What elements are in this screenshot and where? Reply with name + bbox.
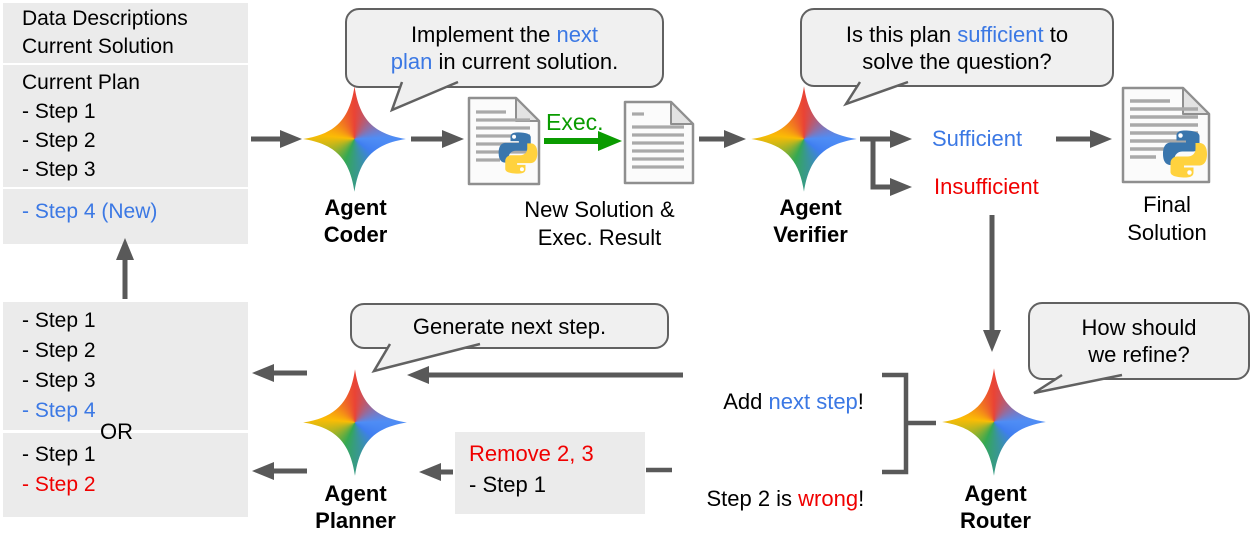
context-line: Data Descriptions [22, 7, 188, 30]
plan-step-line: - Step 3 [22, 158, 96, 181]
plan-step-line: - Step 1 [22, 443, 96, 466]
planner-speech-bubble: Generate next step. [350, 303, 669, 349]
agent-router-label: Agent Router [960, 481, 1031, 533]
plan-step-line: - Step 2 [22, 339, 96, 362]
plan-step-line-new: - Step 4 [22, 399, 96, 422]
or-label: OR [100, 419, 133, 444]
plan-step-line: - Step 2 [22, 129, 96, 152]
router-speech-bubble: How should we refine? [1028, 302, 1250, 380]
revised-plan-box: - Step 1 - Step 2 [3, 433, 248, 517]
agent-planner-label: Agent Planner [315, 481, 396, 533]
router-output-bracket [882, 372, 909, 475]
agent-coder-star-icon [301, 84, 408, 194]
context-line: Current Solution [22, 35, 174, 58]
agent-verifier-star-icon [749, 84, 859, 194]
remove-line: Remove 2, 3 [469, 441, 594, 466]
agent-coder-label: Agent Coder [323, 195, 388, 247]
plan-step-line: - Step 1 [22, 100, 96, 123]
current-plan-box: Current Plan - Step 1 - Step 2 - Step 3 [3, 65, 248, 187]
plan-step-line: - Step 3 [22, 369, 96, 392]
insufficient-label: Insufficient [934, 174, 1039, 199]
remove-kept-step: - Step 1 [469, 472, 547, 497]
new-step-box: - Step 4 (New) [3, 189, 248, 244]
add-next-step-label: Add next step! [723, 389, 864, 414]
coder-speech-bubble: Implement the next plan in current solut… [345, 8, 664, 88]
final-solution-caption: Final Solution [1127, 192, 1207, 245]
python-file-icon [467, 96, 541, 186]
context-box: Data Descriptions Current Solution [3, 3, 248, 63]
python-file-icon [1121, 86, 1211, 184]
document-icon [623, 100, 695, 185]
remove-steps-box: Remove 2, 3 - Step 1 [455, 432, 645, 514]
sufficient-label: Sufficient [932, 126, 1023, 151]
arrow-verifier-insufficient [870, 141, 912, 196]
new-solution-caption: New Solution & Exec. Result [524, 197, 675, 250]
agent-verifier-label: Agent Verifier [773, 195, 848, 247]
step-wrong-label: Step 2 is wrong! [706, 486, 865, 511]
plan-step-line-removed: - Step 2 [22, 473, 96, 496]
updated-plan-box: - Step 1 - Step 2 - Step 3 - Step 4 [3, 302, 248, 430]
agent-router-star-icon [940, 366, 1048, 478]
verifier-speech-bubble: Is this plan sufficient to solve the que… [800, 8, 1114, 87]
agent-planner-star-icon [301, 367, 409, 478]
new-step-line: - Step 4 (New) [22, 200, 158, 223]
exec-label: Exec. [546, 109, 604, 135]
plan-step-line: - Step 1 [22, 309, 96, 332]
plan-title: Current Plan [22, 71, 140, 94]
